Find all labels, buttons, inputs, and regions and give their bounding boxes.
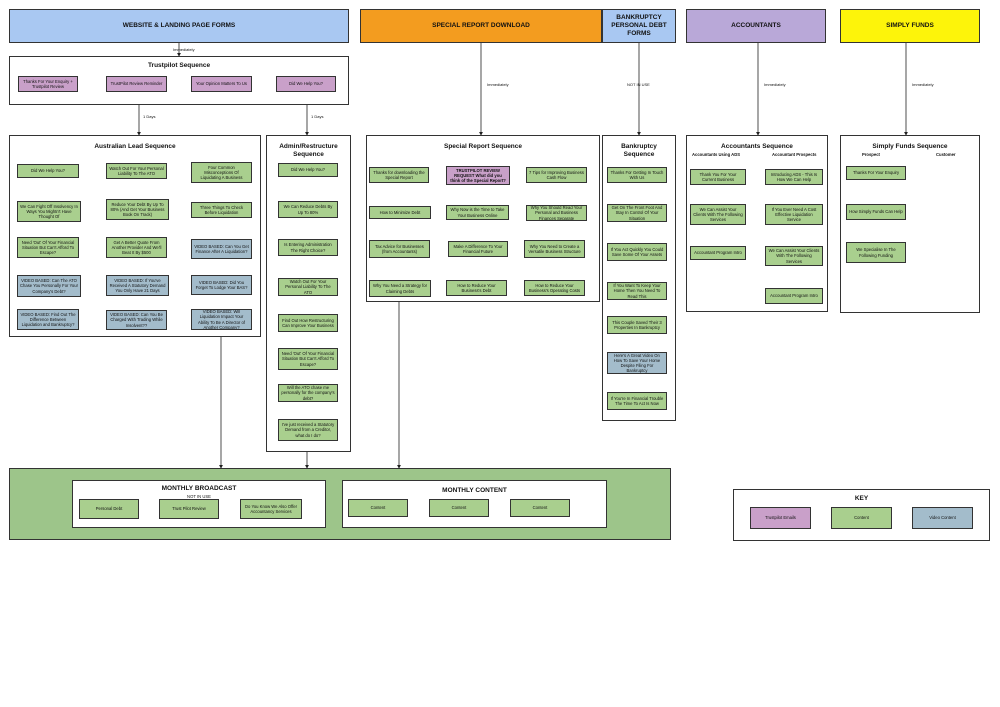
- australian-video-node[interactable]: VIDEO BASED: Can You Be Charged With Tra…: [106, 310, 167, 330]
- australian-node[interactable]: Need 'Out' Of Your Financial Situation B…: [17, 237, 79, 258]
- header-special-report: SPECIAL REPORT DOWNLOAD: [360, 9, 602, 43]
- trustpilot-node[interactable]: Did We Help You?: [276, 76, 336, 92]
- australian-node[interactable]: Watch Out For Your Personal Liability To…: [106, 163, 167, 179]
- simply-funds-title: Simply Funds Sequence: [872, 143, 948, 150]
- label-not-in-use-bankruptcy: NOT IN USE: [627, 82, 650, 87]
- accountants-node[interactable]: Accountant Program Intro: [765, 288, 823, 304]
- australian-video-node[interactable]: VIDEO BASED: Can The ATO Chase You Perso…: [17, 275, 81, 297]
- special-node[interactable]: Why Now is the Time to Take Your Busines…: [446, 205, 509, 220]
- special-node[interactable]: Thanks for downloading the Special Repor…: [369, 167, 429, 183]
- broadcast-node[interactable]: Do You Know We Also Offer Accountancy Se…: [240, 499, 302, 519]
- content-node[interactable]: Content: [429, 499, 489, 517]
- admin-node[interactable]: Will the ATO chase me personally for the…: [278, 384, 338, 402]
- trustpilot-node[interactable]: TrustPilot Review Reminder: [106, 76, 167, 92]
- australian-node[interactable]: Reduce Your Debt By Up To 80% (And Get Y…: [106, 199, 169, 220]
- header-simply-funds: SIMPLY FUNDS: [840, 9, 980, 43]
- label-immediately-website: Immediately: [173, 47, 195, 52]
- admin-node[interactable]: Is Entering Administration The Right Cho…: [278, 239, 338, 256]
- label-immediately-special: Immediately: [487, 82, 509, 87]
- special-report-title: Special Report Sequence: [443, 143, 523, 150]
- simply-node[interactable]: How Simply Funds Can Help: [846, 204, 906, 220]
- australian-node[interactable]: Get A Better Quote From Another Provider…: [106, 237, 167, 258]
- special-node[interactable]: Why You Need to Create a Versatile Busin…: [524, 240, 585, 258]
- accountants-node[interactable]: Thank You For Your Current Business: [690, 169, 746, 185]
- australian-node[interactable]: Three Things To Check Before Liquidation: [191, 202, 252, 218]
- accountants-node[interactable]: If You Ever Need A Cost Effective Liquid…: [765, 204, 823, 225]
- header-website: WEBSITE & LANDING PAGE FORMS: [9, 9, 349, 43]
- trustpilot-title: Trustpilot Sequence: [147, 62, 211, 69]
- key-trustpilot: Trustpilot Emails: [750, 507, 811, 529]
- bankruptcy-node[interactable]: If You Want To Keep Your Home Then You N…: [607, 282, 667, 300]
- broadcast-subtitle: NOT IN USE: [187, 494, 211, 499]
- simply-funds-panel: Simply Funds Sequence: [840, 135, 980, 313]
- special-node[interactable]: Tax Advice for Businesses (from Accounta…: [369, 240, 430, 258]
- trustpilot-node[interactable]: Your Opinion Matters To Us: [191, 76, 252, 92]
- key-video-content: Video Content: [912, 507, 973, 529]
- content-node[interactable]: Content: [348, 499, 408, 517]
- label-admin-1days: 1 Days: [311, 114, 324, 119]
- special-node[interactable]: How to Reduce Your Business's Operating …: [524, 280, 585, 296]
- bankruptcy-node[interactable]: This Couple Saved Their 3 Properties In …: [607, 316, 667, 334]
- bankruptcy-video-node[interactable]: Here's A Great Video On How To Save Your…: [607, 352, 667, 374]
- special-node[interactable]: Why You Need a Strategy for Claiming Deb…: [369, 280, 431, 297]
- special-node[interactable]: How to Minimize Debt: [369, 206, 431, 219]
- australian-title: Australian Lead Sequence: [94, 143, 176, 150]
- accountants-col-a: Accountants Using ADS: [692, 152, 741, 157]
- admin-node[interactable]: Watch Out For Your Personal Liability To…: [278, 278, 338, 296]
- content-title: MONTHLY CONTENT: [442, 487, 507, 494]
- accountants-col-b: Accountant Prospects: [772, 152, 817, 157]
- simply-node[interactable]: We Specialise In The Following Funding: [846, 242, 906, 263]
- admin-title: Admin/Restructure Sequence: [279, 143, 338, 158]
- accountants-node[interactable]: Accountant Program Intro: [690, 246, 746, 260]
- australian-video-node[interactable]: VIDEO BASED: Did You Forget To Lodge You…: [191, 275, 252, 295]
- bankruptcy-node[interactable]: If You Act Quickly You Could Save Some O…: [607, 243, 667, 261]
- admin-node[interactable]: Need 'Out' Of Your Financial Situation B…: [278, 348, 338, 370]
- key-title: KEY: [854, 495, 869, 502]
- accountants-node[interactable]: Introducing ADS - This Is How We Can Hel…: [765, 169, 823, 185]
- special-trustpilot-node[interactable]: TRUSTPILOT REVIEW REQUEST What did you t…: [446, 166, 510, 185]
- australian-video-node[interactable]: VIDEO BASED: If You've Received A Statut…: [106, 275, 169, 296]
- simply-col-a: Prospect: [862, 152, 880, 157]
- key-content: Content: [831, 507, 892, 529]
- label-aus-1days: 1 Days: [143, 114, 156, 119]
- broadcast-node[interactable]: Personal Debt: [79, 499, 139, 519]
- special-node[interactable]: How to Reduce Your Business's Debt: [446, 280, 507, 296]
- bankruptcy-node[interactable]: Get On The Front Foot And Stay In Contro…: [607, 204, 667, 222]
- accountants-title: Accountants Sequence: [721, 143, 793, 150]
- bankruptcy-title: Bankruptcy Sequence: [621, 143, 657, 158]
- australian-node[interactable]: We Can Fight Off Insolvency In Ways You …: [17, 201, 81, 222]
- trustpilot-node[interactable]: Thanks For Your Enquiry + Trustpilot Rev…: [18, 76, 78, 92]
- header-accountants: ACCOUNTANTS: [686, 9, 826, 43]
- australian-node[interactable]: Four Common Misconceptions Of Liquidatin…: [191, 162, 252, 183]
- simply-node[interactable]: Thanks For Your Enquiry: [846, 166, 906, 180]
- label-immediately-accountants: Immediately: [764, 82, 786, 87]
- broadcast-node[interactable]: Trust Pilot Review: [159, 499, 219, 519]
- special-node[interactable]: 7 Tips for Improving Business Cash Flow: [526, 167, 587, 183]
- simply-col-b: Customer: [936, 152, 956, 157]
- australian-video-node[interactable]: VIDEO BASED: Find Out The Difference Bet…: [17, 309, 79, 330]
- special-node[interactable]: Why You Should Read Your Personal and Bu…: [526, 205, 587, 221]
- admin-node[interactable]: We Can Reduce Debts By Up To 80%: [278, 201, 338, 218]
- special-node[interactable]: Make A Difference To Your Financial Futu…: [448, 241, 508, 257]
- bankruptcy-node[interactable]: If You're In Financial Trouble The Time …: [607, 392, 667, 410]
- content-node[interactable]: Content: [510, 499, 570, 517]
- label-immediately-simply: Immediately: [912, 82, 934, 87]
- australian-video-node[interactable]: VIDEO BASED: Will Liquidation Impact You…: [191, 309, 252, 330]
- broadcast-title: MONTHLY BROADCAST: [161, 485, 237, 492]
- australian-node[interactable]: Did We Help You?: [17, 164, 79, 178]
- accountants-node[interactable]: We Can Assist Your Clients With The Foll…: [690, 204, 746, 225]
- admin-node[interactable]: I've just received a Statutory Demand fr…: [278, 419, 338, 441]
- bankruptcy-node[interactable]: Thanks For Getting In Touch With Us: [607, 167, 667, 183]
- australian-video-node[interactable]: VIDEO BASED: Can You Get Finance After A…: [191, 239, 252, 259]
- admin-node[interactable]: Did We Help You?: [278, 163, 338, 177]
- header-bankruptcy: BANKRUPTCY PERSONAL DEBT FORMS: [602, 9, 676, 43]
- accountants-node[interactable]: We Can Assist Your Clients With The Foll…: [765, 246, 823, 266]
- admin-node[interactable]: Find Out How Restructuring Can Improve Y…: [278, 314, 338, 332]
